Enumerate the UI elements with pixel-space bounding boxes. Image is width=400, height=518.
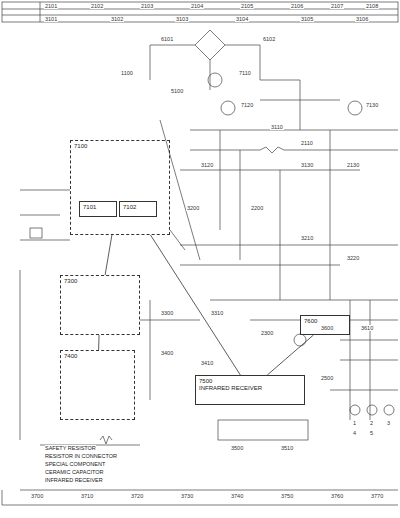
transistor-symbol [294, 334, 306, 346]
callout-number: 2200 [250, 205, 264, 211]
callout-number: 2106 [290, 3, 304, 9]
callout-number: 5100 [170, 88, 184, 94]
callout-number: 3600 [320, 325, 334, 331]
callout-number: 2 [369, 420, 374, 426]
wire-connector [267, 335, 313, 375]
callout-number: 3103 [175, 16, 189, 22]
callout-number: 3105 [300, 16, 314, 22]
callout-number: 2104 [190, 3, 204, 9]
bridge-rectifier [195, 30, 225, 60]
callout-number: 2130 [346, 162, 360, 168]
callout-number: 2300 [260, 330, 274, 336]
callout-number: 2110 [300, 140, 314, 146]
module-box: 7100 7101 7102 [70, 140, 170, 235]
callout-number: 3120 [200, 162, 214, 168]
callout-number: 3760 [330, 493, 344, 499]
legend-text: SAFETY RESISTOR [45, 445, 96, 451]
callout-number: 4 [352, 430, 357, 436]
part-label: 7102 [123, 204, 153, 211]
callout-number: 3750 [280, 493, 294, 499]
callout-number: 3610 [360, 325, 374, 331]
legend-text: SPECIAL COMPONENT [45, 461, 105, 467]
legend-text: RESISTOR IN CONNECTOR [45, 453, 117, 459]
callout-number: 5 [369, 430, 374, 436]
callout-number: 3130 [300, 162, 314, 168]
ic-box: 7102 [119, 201, 157, 217]
part-label: 7600 [304, 318, 346, 325]
part-label: INFRARED RECEIVER [199, 385, 301, 392]
callout-number: 2103 [140, 3, 154, 9]
callout-number: 3710 [80, 493, 94, 499]
callout-number: 2102 [90, 3, 104, 9]
callout-number: 3410 [200, 360, 214, 366]
wire-connector [98, 335, 99, 350]
legend-text: CERAMIC CAPACITOR [45, 469, 103, 475]
callout-number: 3730 [180, 493, 194, 499]
callout-number: 3110 [270, 124, 284, 130]
callout-number: 2101 [44, 3, 58, 9]
callout-number: 3770 [370, 493, 384, 499]
part-label: 7101 [83, 204, 113, 211]
callout-number: 6102 [262, 36, 276, 42]
ic-box: 7101 [79, 201, 117, 217]
callout-number: 3101 [44, 16, 58, 22]
callout-number: 1100 [120, 70, 134, 76]
part-label: 7400 [64, 353, 131, 360]
ic-box: 7500INFRARED RECEIVER [195, 375, 305, 405]
callout-number: 3510 [280, 445, 294, 451]
header-band [2, 2, 398, 22]
callout-number: 2500 [320, 375, 334, 381]
callout-number: 3740 [230, 493, 244, 499]
callout-number: 3700 [30, 493, 44, 499]
callout-number: 2108 [365, 3, 379, 9]
wire-connector [150, 235, 240, 375]
part-label: 7500 [199, 378, 301, 385]
callout-number: 3720 [130, 493, 144, 499]
callout-number: 3500 [230, 445, 244, 451]
wire-connector [105, 235, 112, 275]
transistor-symbol [348, 101, 362, 115]
part-label: 7100 [74, 143, 166, 150]
part-label: 7300 [64, 278, 136, 285]
callout-number: 6101 [160, 36, 174, 42]
callout-number: 2105 [240, 3, 254, 9]
callout-number: 3106 [355, 16, 369, 22]
module-box: 7300 [60, 275, 140, 335]
callout-number: 3200 [186, 205, 200, 211]
callout-number: 1 [352, 420, 357, 426]
legend-text: INFRARED RECEIVER [45, 477, 103, 483]
transistor-symbol [208, 73, 222, 87]
callout-number: 7120 [240, 102, 254, 108]
callout-number: 3310 [210, 310, 224, 316]
callout-number: 7110 [238, 70, 252, 76]
callout-number: 3210 [300, 235, 314, 241]
callout-number: 7130 [365, 102, 379, 108]
callout-number: 3102 [110, 16, 124, 22]
callout-number: 3400 [160, 350, 174, 356]
module-box: 7400 [60, 350, 135, 420]
callout-number: 2107 [330, 3, 344, 9]
callout-number: 3 [386, 420, 391, 426]
callout-number: 3104 [235, 16, 249, 22]
connector-symbol [30, 228, 42, 238]
transistor-symbol [221, 101, 235, 115]
callout-number: 3220 [346, 255, 360, 261]
callout-number: 3300 [160, 310, 174, 316]
